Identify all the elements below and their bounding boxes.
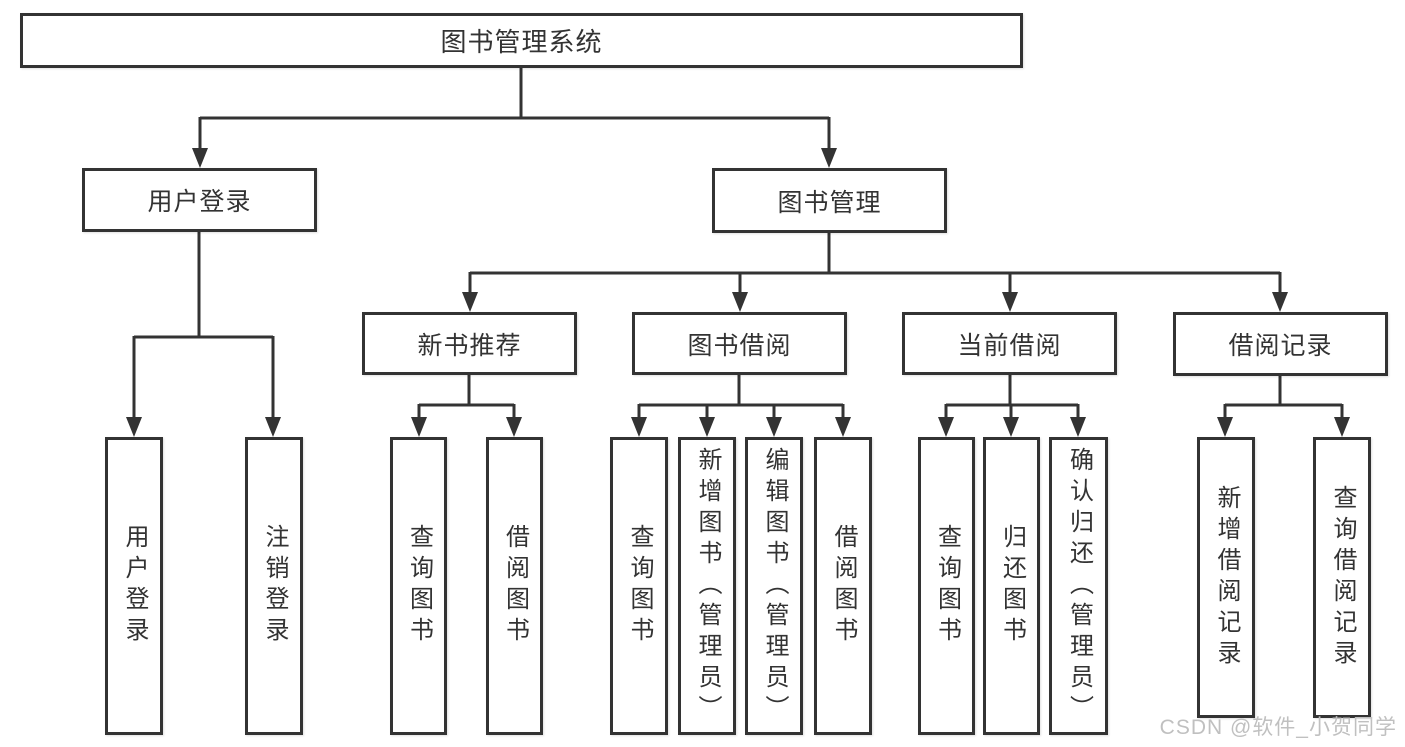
node-new-book-recommend: 新书推荐 (362, 312, 577, 375)
node-library-system: 图书管理系统 (20, 13, 1023, 68)
leaf-logout: 注销登录 (245, 437, 303, 735)
leaf-confirm-return-admin: 确认归还（管理员） (1049, 437, 1108, 735)
leaf-borrow-books-recommend: 借阅图书 (486, 437, 543, 735)
node-book-borrowing: 图书借阅 (632, 312, 847, 375)
node-book-management: 图书管理 (712, 168, 947, 233)
leaf-borrow-books: 借阅图书 (814, 437, 872, 735)
node-user-login: 用户登录 (82, 168, 317, 232)
csdn-watermark: CSDN @软件_小贺同学 (1159, 716, 1397, 739)
leaf-query-books-borrowing: 查询图书 (610, 437, 668, 735)
leaf-edit-books-admin: 编辑图书（管理员） (745, 437, 803, 735)
leaf-add-books-admin: 新增图书（管理员） (678, 437, 736, 735)
leaf-user-login: 用户登录 (105, 437, 163, 735)
leaf-query-borrow-record: 查询借阅记录 (1313, 437, 1371, 718)
node-current-borrowing: 当前借阅 (902, 312, 1117, 375)
leaf-query-books-current: 查询图书 (918, 437, 975, 735)
leaf-return-books: 归还图书 (983, 437, 1040, 735)
node-borrow-records: 借阅记录 (1173, 312, 1388, 376)
leaf-query-books-recommend: 查询图书 (390, 437, 447, 735)
leaf-add-borrow-record: 新增借阅记录 (1197, 437, 1255, 718)
